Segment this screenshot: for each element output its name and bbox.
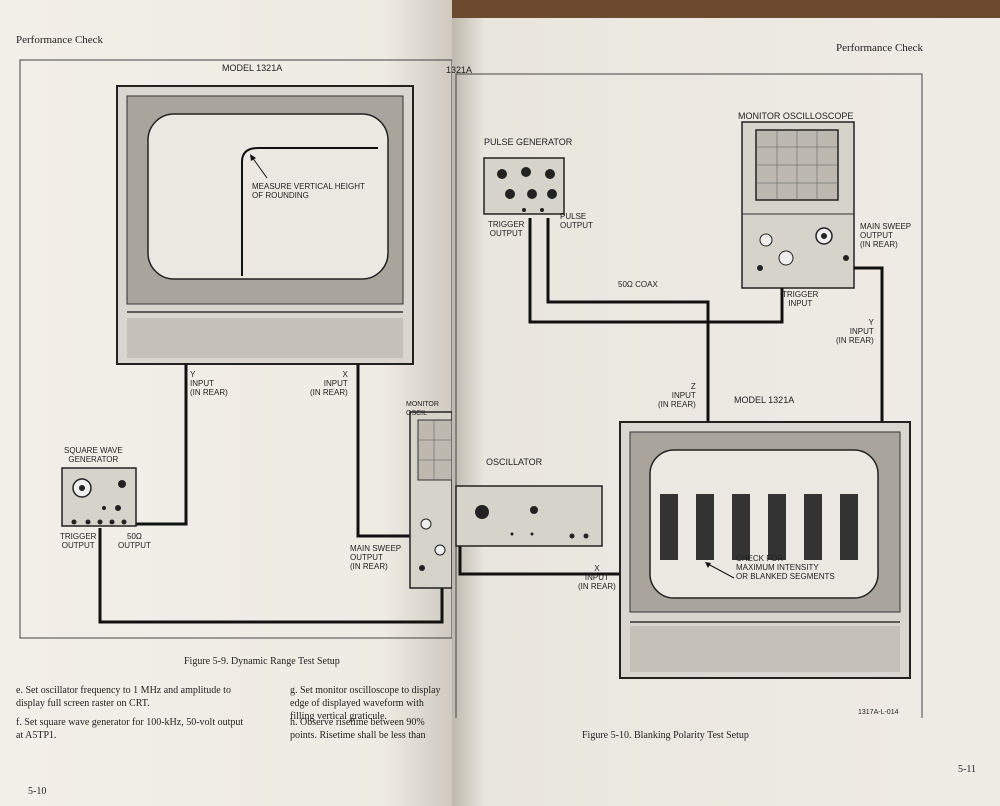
- left-trigger-output-label: TRIGGER OUTPUT: [60, 532, 97, 550]
- right-page: Performance Check 1321A: [446, 18, 1000, 806]
- pulse-to-z-cable: [546, 218, 710, 422]
- trigger-input-label: TRIGGER INPUT: [782, 290, 819, 308]
- right-page-header: Performance Check: [836, 42, 924, 54]
- dynamic-range-diagram: [19, 59, 452, 639]
- pulse-generator-label: PULSE GENERATOR: [484, 137, 573, 147]
- paragraph-h: h. Observe risetime between 90% points. …: [290, 717, 426, 741]
- paragraph-f: f. Set square wave generator for 100-kHz…: [16, 717, 244, 741]
- left-page-header: Performance Check: [16, 34, 104, 46]
- trigger-cable: [98, 528, 444, 624]
- figure-5-9-caption: Figure 5-9. Dynamic Range Test Setup: [184, 656, 340, 667]
- left-page: Performance Check: [0, 0, 452, 806]
- check-note: CHECK FOR MAXIMUM INTENSITY OR BLANKED S…: [736, 554, 835, 581]
- rounding-annotation: MEASURE VERTICAL HEIGHT OF ROUNDING: [252, 182, 365, 200]
- drawing-number: 1317A-L-014: [858, 709, 899, 716]
- left-page-number: 5-10: [28, 786, 47, 797]
- oscillator-to-x-cable: [458, 542, 620, 576]
- right-y-input-label: Y INPUT (IN REAR): [836, 318, 874, 345]
- ohm-output-label: 50Ω OUTPUT: [118, 532, 151, 550]
- pulse-output-label: PULSE OUTPUT: [560, 212, 593, 230]
- monitor-oscilloscope-label: MONITOR OSCILLOSCOPE: [738, 111, 854, 121]
- right-model-label: MODEL 1321A: [734, 395, 795, 405]
- right-main-sweep-label: MAIN SWEEP OUTPUT (IN REAR): [860, 222, 912, 249]
- left-x-input-label: X INPUT (IN REAR): [310, 370, 348, 397]
- square-wave-generator: [61, 467, 137, 527]
- crt-screen: [147, 113, 389, 280]
- paragraph-g: g. Set monitor oscilloscope to display e…: [290, 685, 441, 722]
- main-sweep-cable: [854, 266, 884, 424]
- right-x-input-label: X INPUT (IN REAR): [578, 564, 616, 591]
- y-input-cable: [130, 364, 188, 526]
- blanking-polarity-diagram: [455, 73, 923, 718]
- pulse-generator: [483, 157, 565, 215]
- square-wave-label: SQUARE WAVE GENERATOR: [64, 446, 123, 464]
- coax-label: 50Ω COAX: [618, 280, 658, 289]
- blanked-segments: [660, 494, 858, 560]
- figure-5-10-caption: Figure 5-10. Blanking Polarity Test Setu…: [582, 730, 749, 741]
- left-main-sweep-label: MAIN SWEEP OUTPUT (IN REAR): [350, 544, 402, 571]
- x-input-cable: [356, 364, 410, 538]
- right-crt-screen: [649, 449, 879, 599]
- right-trigger-output-label: TRIGGER OUTPUT: [488, 220, 525, 238]
- rounded-trace: [241, 147, 378, 276]
- trigger-to-monitor-cable: [528, 218, 784, 324]
- right-page-number: 5-11: [958, 764, 976, 775]
- left-monitor-label: MONITOR OSCIL: [406, 401, 439, 417]
- oscillator-label: OSCILLATOR: [486, 457, 543, 467]
- right-corner-label: 1321A: [446, 65, 473, 75]
- paragraph-e: e. Set oscillator frequency to 1 MHz and…: [16, 685, 231, 709]
- left-y-input-label: Y INPUT (IN REAR): [190, 370, 228, 397]
- z-input-label: Z INPUT (IN REAR): [658, 382, 696, 409]
- left-model-label: MODEL 1321A: [222, 63, 283, 73]
